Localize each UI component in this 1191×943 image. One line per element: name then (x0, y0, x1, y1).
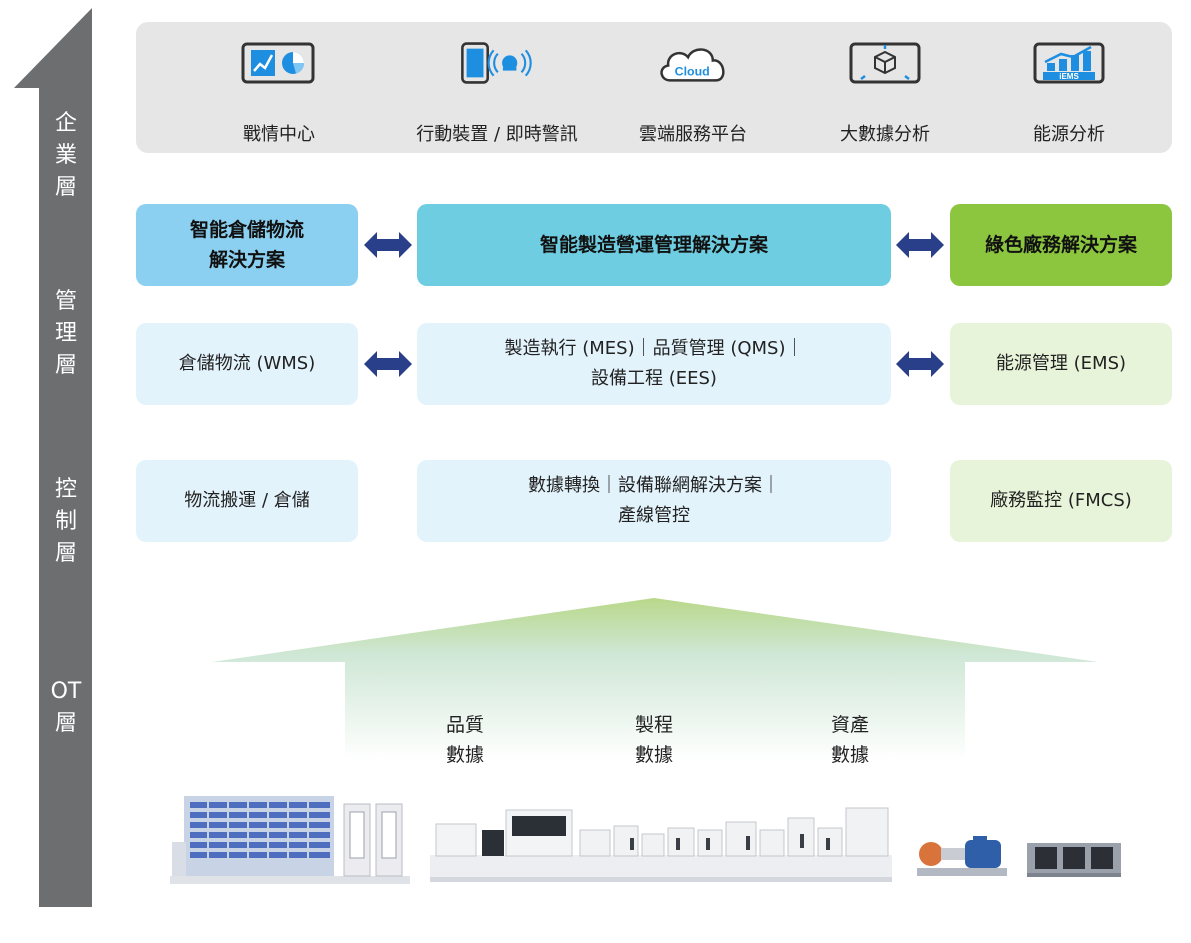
top-item-label: 戰情中心 (243, 124, 315, 145)
fmcs-box: 廠務監控 (FMCS) (950, 460, 1172, 542)
top-item-war-room: 戰情中心 (179, 38, 379, 146)
layer-axis-arrow (14, 8, 92, 907)
top-item-label: 大數據分析 (840, 124, 930, 145)
enterprise-band: 戰情中心 行動裝置 / 即時警訊 Cloud 雲端服務平台 (136, 22, 1172, 153)
wms-box: 倉儲物流 (WMS) (136, 323, 358, 405)
top-item-cloud-platform: Cloud 雲端服務平台 (593, 38, 793, 146)
layer-ot-label: OT 層 (50, 679, 82, 736)
ems-box: 能源管理 (EMS) (950, 323, 1172, 405)
chiller-unit-image (1027, 843, 1121, 877)
process-data-label: 製程 數據 (634, 714, 673, 766)
asset-data-label: 資產 數據 (830, 714, 869, 766)
dashboard-chart-icon (241, 38, 317, 88)
top-item-big-data: 大數據分析 (785, 38, 985, 146)
top-item-label: 行動裝置 / 即時警訊 (416, 124, 578, 145)
mobile-alarm-icon (459, 38, 535, 88)
top-item-energy-analysis: iEMS 能源分析 (969, 38, 1169, 146)
layer-management-label: 管 理 層 (54, 289, 77, 378)
top-item-label: 雲端服務平台 (639, 124, 747, 145)
layer-enterprise-label: 企 業 層 (54, 111, 77, 200)
data-conversion-box: 數據轉換｜設備聯網解決方案｜ 產線管控 (417, 460, 891, 542)
mes-qms-ees-box: 製造執行 (MES)｜品質管理 (QMS)｜ 設備工程 (EES) (417, 323, 891, 405)
pump-motor-image (917, 836, 1007, 876)
iems-chart-icon: iEMS (1031, 38, 1107, 88)
svg-text:iEMS: iEMS (1059, 72, 1079, 81)
top-item-mobile-alert: 行動裝置 / 即時警訊 (397, 38, 597, 146)
quality-data-label: 品質 數據 (445, 714, 484, 766)
production-line-image (430, 807, 892, 882)
smart-manufacturing-solution-box: 智能製造營運管理解決方案 (417, 204, 891, 286)
layer-control-label: 控 制 層 (54, 477, 77, 566)
double-arrow-icon (364, 232, 412, 258)
automated-warehouse-image (170, 796, 410, 884)
green-facility-solution-box: 綠色廠務解決方案 (950, 204, 1172, 286)
smart-warehouse-solution-box: 智能倉儲物流 解決方案 (136, 204, 358, 286)
double-arrow-icon (896, 232, 944, 258)
logistics-handling-box: 物流搬運 / 倉儲 (136, 460, 358, 542)
cloud-icon: Cloud (655, 38, 731, 88)
top-item-label: 能源分析 (1033, 124, 1105, 145)
double-arrow-icon (896, 351, 944, 377)
big-data-cube-icon (847, 38, 923, 88)
double-arrow-icon (364, 351, 412, 377)
svg-text:Cloud: Cloud (675, 64, 710, 78)
